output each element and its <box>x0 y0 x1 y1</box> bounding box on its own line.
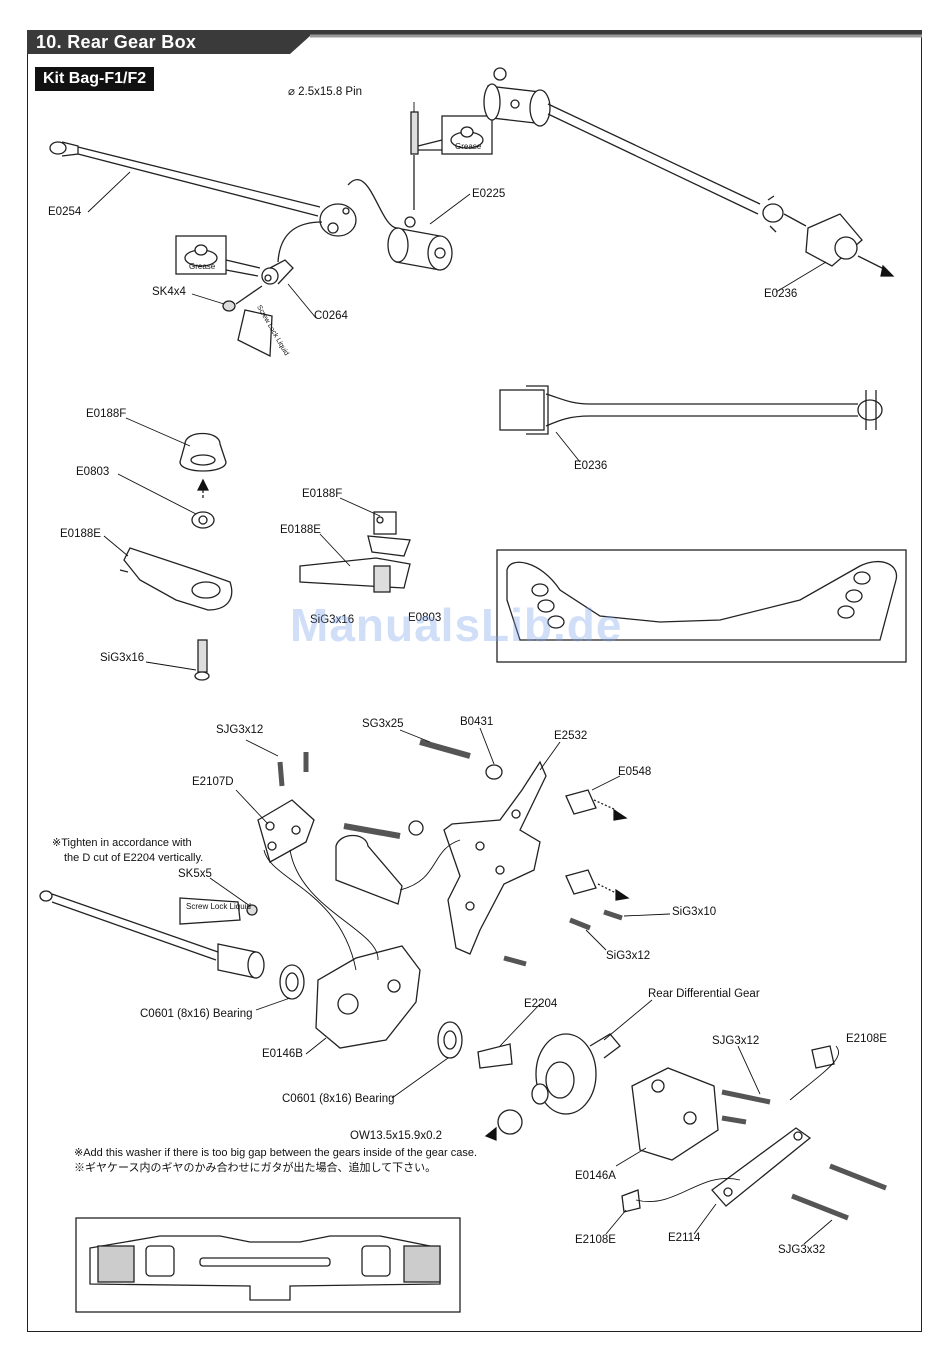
cup-e0225 <box>387 216 453 271</box>
driveshaft-e0254 <box>49 141 357 237</box>
label-e2108e-a: E2108E <box>846 1033 887 1045</box>
label-sig3x10: SiG3x10 <box>672 906 717 918</box>
watermark: ManualsLib.de <box>290 599 623 651</box>
note-washer-en: ※Add this washer if there is too big gap… <box>74 1147 478 1159</box>
label-sjg3x12-b: SJG3x12 <box>712 1035 760 1047</box>
screw-lock-bottle-top <box>237 309 273 358</box>
label-e0188f-b: E0188F <box>302 488 343 500</box>
label-e0803-b: E0803 <box>408 612 442 624</box>
mount-e2107d <box>257 799 315 863</box>
label-c0601-a: C0601 (8x16) Bearing <box>140 1008 253 1020</box>
coupler-c0264 <box>261 259 294 285</box>
label-e0548: E0548 <box>618 766 652 778</box>
label-e0188f-a: E0188F <box>86 408 127 420</box>
label-e2114: E2114 <box>668 1232 701 1244</box>
label-c0601-b: C0601 (8x16) Bearing <box>282 1093 395 1105</box>
bushing-e0803 <box>191 511 215 529</box>
label-sg3x25: SG3x25 <box>362 718 404 730</box>
label-screw-lock-lower: Screw Lock Liquid <box>186 902 251 911</box>
label-e0236-top: E0236 <box>764 288 798 300</box>
label-e2204: E2204 <box>524 998 558 1010</box>
note-tighten-line2: the D cut of E2204 vertically. <box>64 852 204 864</box>
label-c0264: C0264 <box>314 310 348 322</box>
note-tighten-line1: ※Tighten in accordance with <box>52 837 192 849</box>
page-title: 10. Rear Gear Box <box>36 32 197 52</box>
label-e2107d: E2107D <box>192 776 234 788</box>
label-e0225: E0225 <box>472 188 506 200</box>
label-e2108e-b: E2108E <box>575 1234 616 1246</box>
note-washer-jp: ※ギヤケース内のギヤのかみ合わせにガタが出た場合、追加して下さい。 <box>74 1162 437 1174</box>
label-b0431: B0431 <box>460 716 494 728</box>
label-e0236-mid: E0236 <box>574 460 608 472</box>
shock-tower-e2532 <box>443 760 547 955</box>
turnbuckle-assembly-mid <box>299 511 411 593</box>
label-grease-left: Grease <box>189 262 216 271</box>
label-sig3x12: SiG3x12 <box>606 950 651 962</box>
label-grease-top: Grease <box>455 142 482 151</box>
label-sk5x5: SK5x5 <box>178 868 212 880</box>
label-sig3x16-b: SiG3x16 <box>310 614 355 626</box>
rear-differential-gear <box>531 1033 621 1115</box>
driveshaft-lower-left <box>39 890 265 979</box>
label-rear-diff: Rear Differential Gear <box>648 988 760 1000</box>
grease-box-top <box>417 115 493 155</box>
label-sig3x16: SiG3x16 <box>100 652 145 664</box>
ball-e0188f <box>179 432 227 472</box>
gearbox-half-e0146a <box>631 1067 719 1161</box>
screw-lock-bottle-lower <box>179 897 241 925</box>
label-e0146b: E0146B <box>262 1048 303 1060</box>
label-sjg3x12-a: SJG3x12 <box>216 724 264 736</box>
rod-end-e0188e <box>119 547 233 611</box>
label-e0146a: E0146A <box>575 1170 616 1182</box>
grease-box-left <box>175 235 261 277</box>
label-sjg3x32: SJG3x32 <box>778 1244 826 1256</box>
kit-bag-badge: Kit Bag-F1/F2 <box>35 67 155 91</box>
label-pin: ⌀ 2.5x15.8 Pin <box>288 86 363 98</box>
label-e0254: E0254 <box>48 206 82 218</box>
label-e0803-a: E0803 <box>76 466 110 478</box>
gearbox-half-e0146b <box>315 945 421 1049</box>
brace-e2114 <box>711 1127 812 1207</box>
label-ow-washer: OW13.5x15.9x0.2 <box>350 1130 443 1142</box>
driveshaft-e0236-top <box>483 67 887 271</box>
screw-sig3x16 <box>194 639 210 681</box>
label-e0188e-b: E0188E <box>280 524 321 536</box>
driveshaft-e0236-mid <box>499 385 883 435</box>
label-e2532: E2532 <box>554 730 588 742</box>
label-sk4x4: SK4x4 <box>152 286 186 298</box>
label-e0188e-a: E0188E <box>60 528 101 540</box>
